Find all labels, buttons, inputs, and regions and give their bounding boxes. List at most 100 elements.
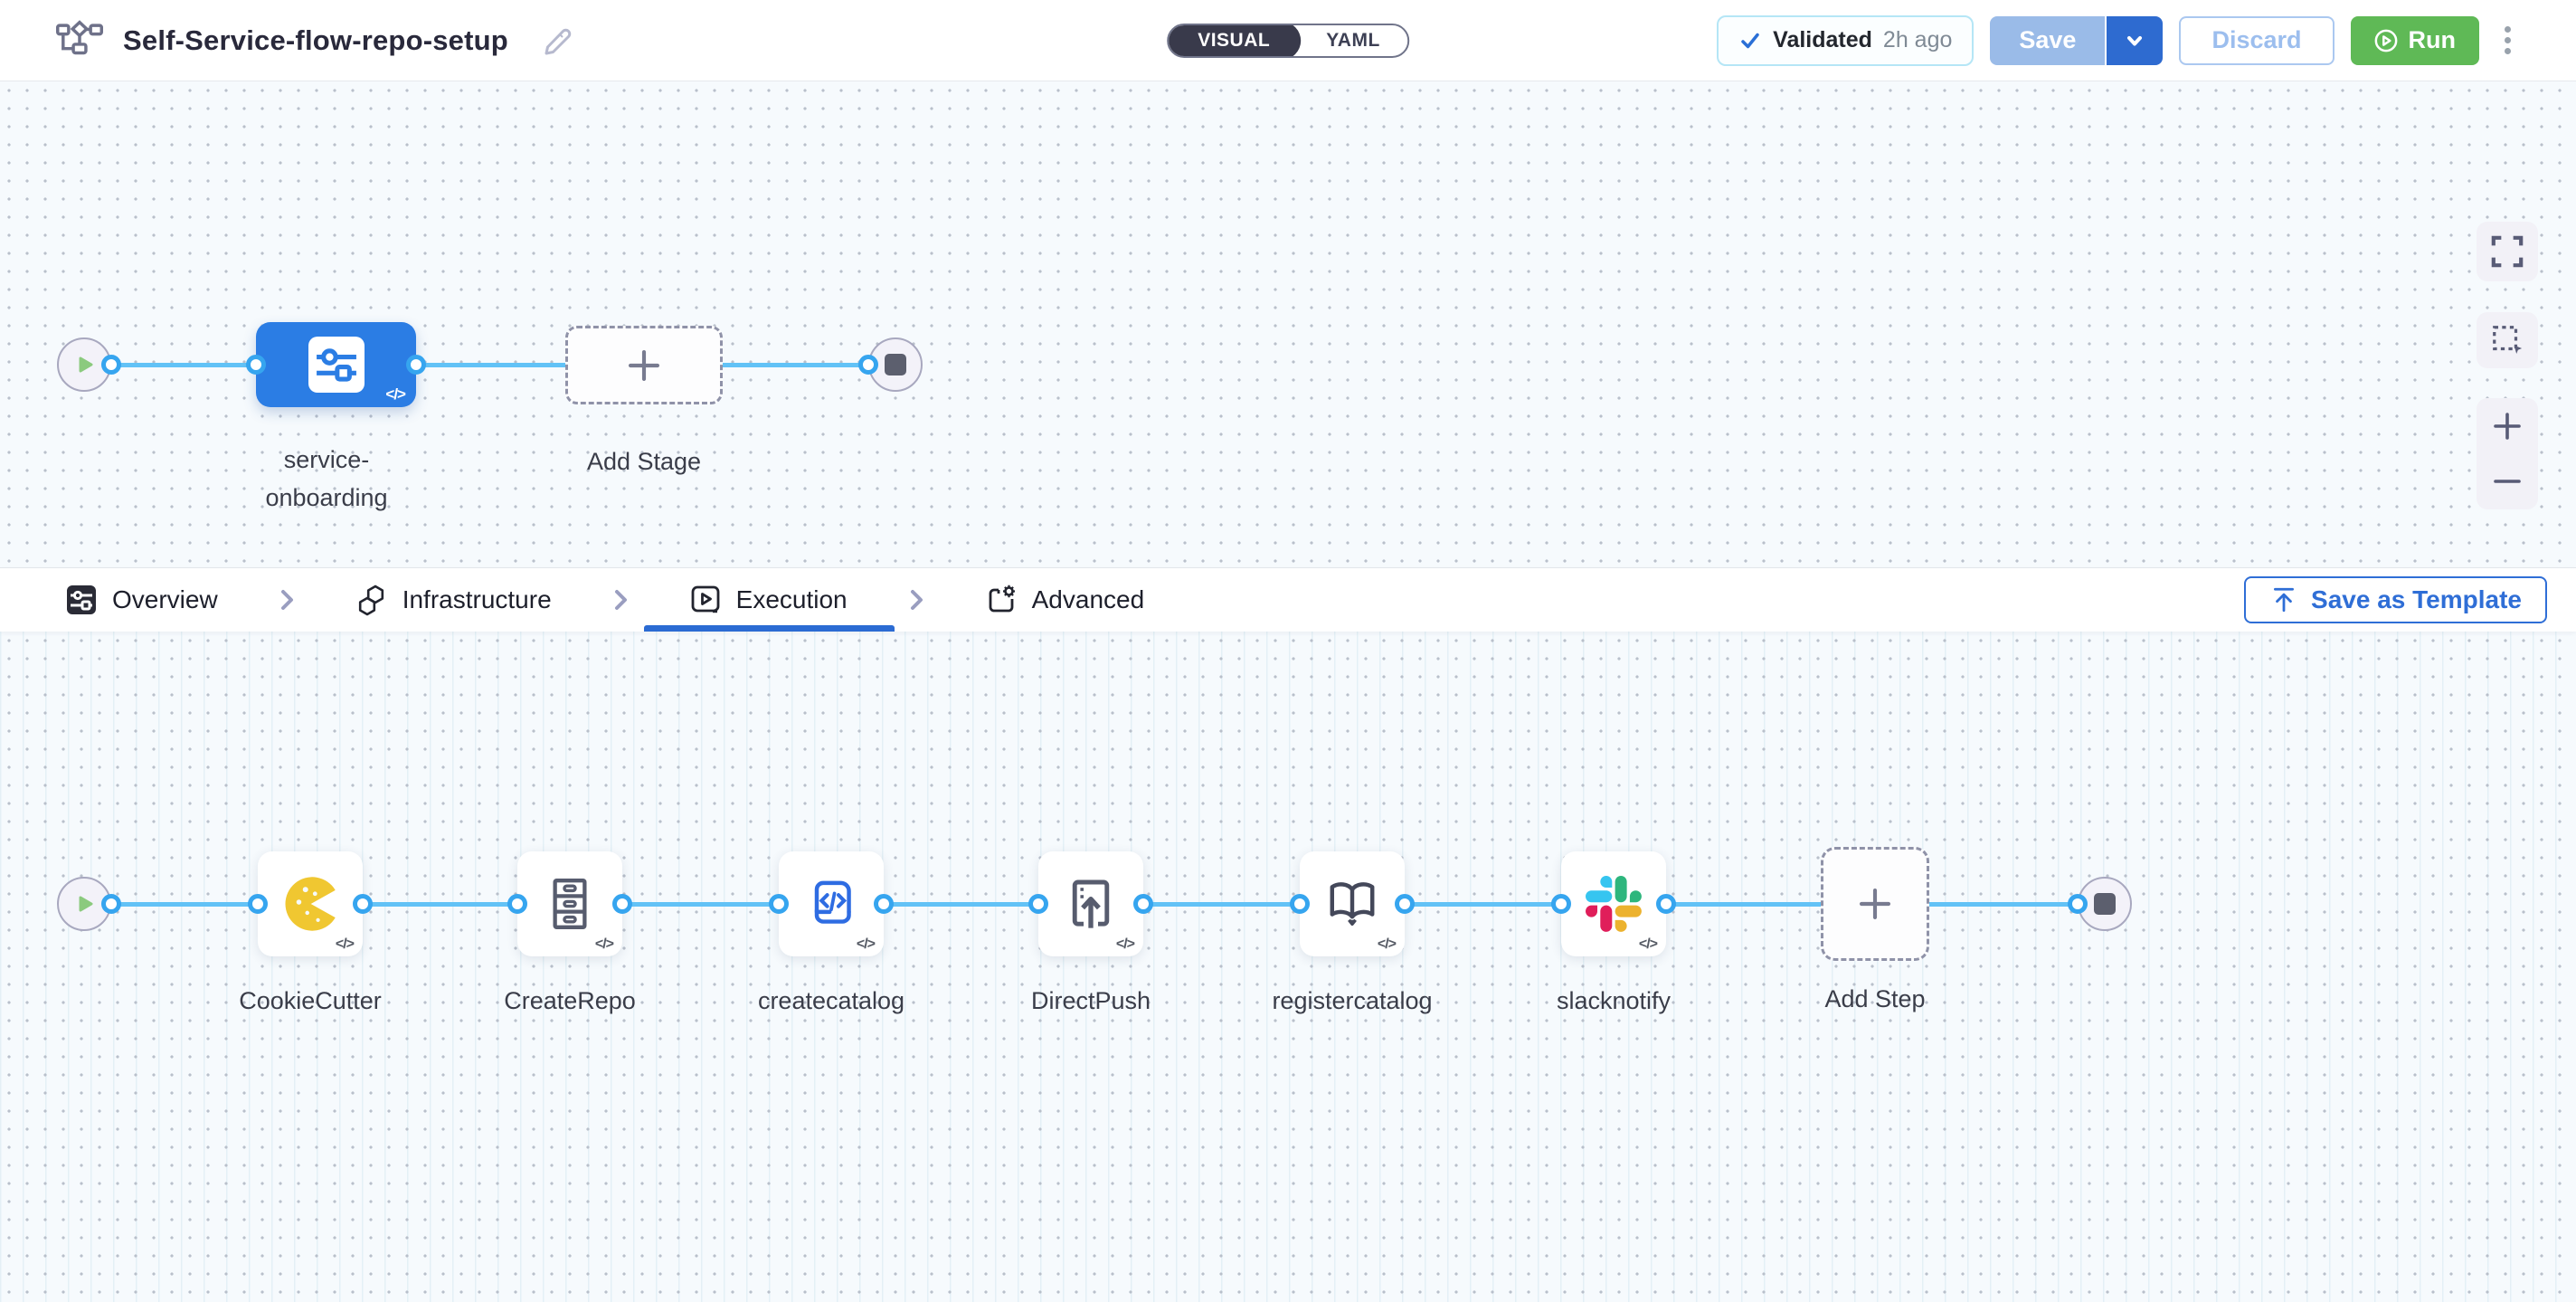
stop-square-icon	[885, 354, 906, 375]
port	[769, 894, 789, 914]
hexagons-icon	[358, 584, 384, 616]
more-options-kebab-icon[interactable]	[2496, 19, 2520, 62]
tab-label: Advanced	[1031, 585, 1145, 613]
port	[101, 894, 121, 914]
step-label: registercatalog	[1272, 987, 1433, 1014]
add-stage-label: Add Stage	[586, 448, 702, 475]
code-badge: </>	[594, 936, 614, 952]
header-actions: Validated 2h ago Save Discard Run	[1717, 14, 2520, 66]
active-tab-underline	[643, 625, 895, 632]
plus-icon	[628, 349, 660, 381]
validated-label: Validated	[1773, 27, 1872, 52]
code-badge: </>	[856, 936, 876, 952]
code-badge: </>	[385, 385, 406, 403]
tab-overview[interactable]: Overview	[54, 568, 229, 632]
step-label: slacknotify	[1556, 987, 1672, 1014]
stage-connector-line	[111, 362, 868, 367]
step-label: CookieCutter	[239, 987, 382, 1014]
save-button[interactable]: Save	[1990, 15, 2107, 65]
add-stage-button[interactable]	[565, 326, 723, 404]
port	[612, 894, 632, 914]
pipeline-end-node[interactable]	[868, 337, 923, 392]
code-scroll-icon	[814, 880, 851, 924]
drawers-icon	[553, 879, 587, 929]
step-label: CreateRepo	[504, 987, 636, 1014]
stage-pipeline-icon	[308, 337, 365, 393]
port	[874, 894, 894, 914]
code-badge: </>	[335, 936, 355, 952]
toggle-visual[interactable]: VISUAL	[1169, 24, 1302, 56]
play-circle-icon	[2374, 29, 2397, 52]
start-play-icon	[79, 356, 93, 373]
add-step-button[interactable]	[1821, 847, 1929, 961]
step-cookiecutter[interactable]: </>	[258, 851, 363, 956]
stage-canvas[interactable]: </> service-onboarding Add Stage	[0, 81, 2576, 567]
chevron-right-icon	[905, 586, 927, 613]
tab-label: Overview	[112, 585, 218, 613]
port	[858, 355, 878, 375]
plus-icon	[1859, 888, 1891, 920]
port	[246, 355, 266, 375]
step-label: DirectPush	[1030, 987, 1151, 1014]
port	[2068, 894, 2088, 914]
toggle-yaml[interactable]: YAML	[1326, 29, 1380, 51]
cookiecutter-icon	[285, 877, 336, 931]
chevron-down-icon	[2127, 35, 2143, 45]
open-book-icon	[1330, 882, 1375, 926]
tab-infrastructure[interactable]: Infrastructure	[345, 568, 563, 632]
discard-button[interactable]: Discard	[2179, 15, 2334, 65]
execution-canvas[interactable]: </> </> <	[0, 632, 2576, 1302]
header-bar: Self-Service-flow-repo-setup VISUAL YAML…	[0, 0, 2576, 81]
step-registercatalog[interactable]: </>	[1300, 851, 1405, 956]
selection-mode-button[interactable]	[2477, 312, 2538, 368]
run-button[interactable]: Run	[2350, 15, 2479, 65]
port	[353, 894, 373, 914]
code-badge: </>	[1115, 936, 1135, 952]
save-as-template-button[interactable]: Save as Template	[2244, 576, 2547, 623]
port	[406, 355, 426, 375]
validated-time: 2h ago	[1882, 27, 1953, 52]
tab-advanced[interactable]: Advanced	[974, 568, 1156, 632]
stage-node-service-onboarding[interactable]: </>	[256, 322, 416, 407]
monitor-push-icon	[1072, 879, 1110, 928]
port	[101, 355, 121, 375]
port	[507, 894, 527, 914]
stage-label: service-onboarding	[265, 446, 388, 511]
step-createrepo[interactable]: </>	[517, 851, 622, 956]
fullscreen-icon	[2491, 235, 2524, 268]
tab-execution[interactable]: Execution	[643, 568, 895, 632]
zoom-out-icon[interactable]	[2489, 463, 2525, 499]
step-createcatalog[interactable]: </>	[779, 851, 884, 956]
validated-badge[interactable]: Validated 2h ago	[1717, 14, 1975, 66]
edit-title-pencil-icon[interactable]	[537, 23, 573, 59]
tab-label: Execution	[735, 585, 848, 613]
file-gear-icon	[989, 584, 1015, 613]
stage-tabs: Overview Infrastructure Execution	[0, 567, 2576, 632]
code-badge: </>	[1638, 936, 1658, 952]
page-title: Self-Service-flow-repo-setup	[123, 24, 508, 56]
step-directpush[interactable]: </>	[1038, 851, 1143, 956]
port	[1133, 894, 1153, 914]
port	[1290, 894, 1310, 914]
port	[1656, 894, 1676, 914]
step-slacknotify[interactable]: </>	[1561, 851, 1666, 956]
chevron-right-icon	[610, 586, 631, 613]
zoom-in-icon[interactable]	[2489, 408, 2525, 444]
marquee-select-icon	[2493, 326, 2523, 355]
step-label: createcatalog	[757, 987, 905, 1014]
start-play-icon	[79, 896, 93, 912]
fullscreen-button[interactable]	[2477, 222, 2538, 281]
flowchart-icon	[56, 17, 103, 63]
port	[1028, 894, 1048, 914]
upload-icon	[2274, 587, 2295, 613]
chevron-right-icon	[276, 586, 298, 613]
port	[248, 894, 268, 914]
add-step-label: Add Step	[1824, 985, 1926, 1012]
slack-icon	[1586, 876, 1642, 932]
run-label: Run	[2408, 26, 2456, 53]
check-icon	[1741, 33, 1759, 48]
save-options-caret[interactable]	[2107, 15, 2164, 65]
play-square-icon	[691, 585, 720, 613]
tab-label: Infrastructure	[402, 585, 552, 613]
